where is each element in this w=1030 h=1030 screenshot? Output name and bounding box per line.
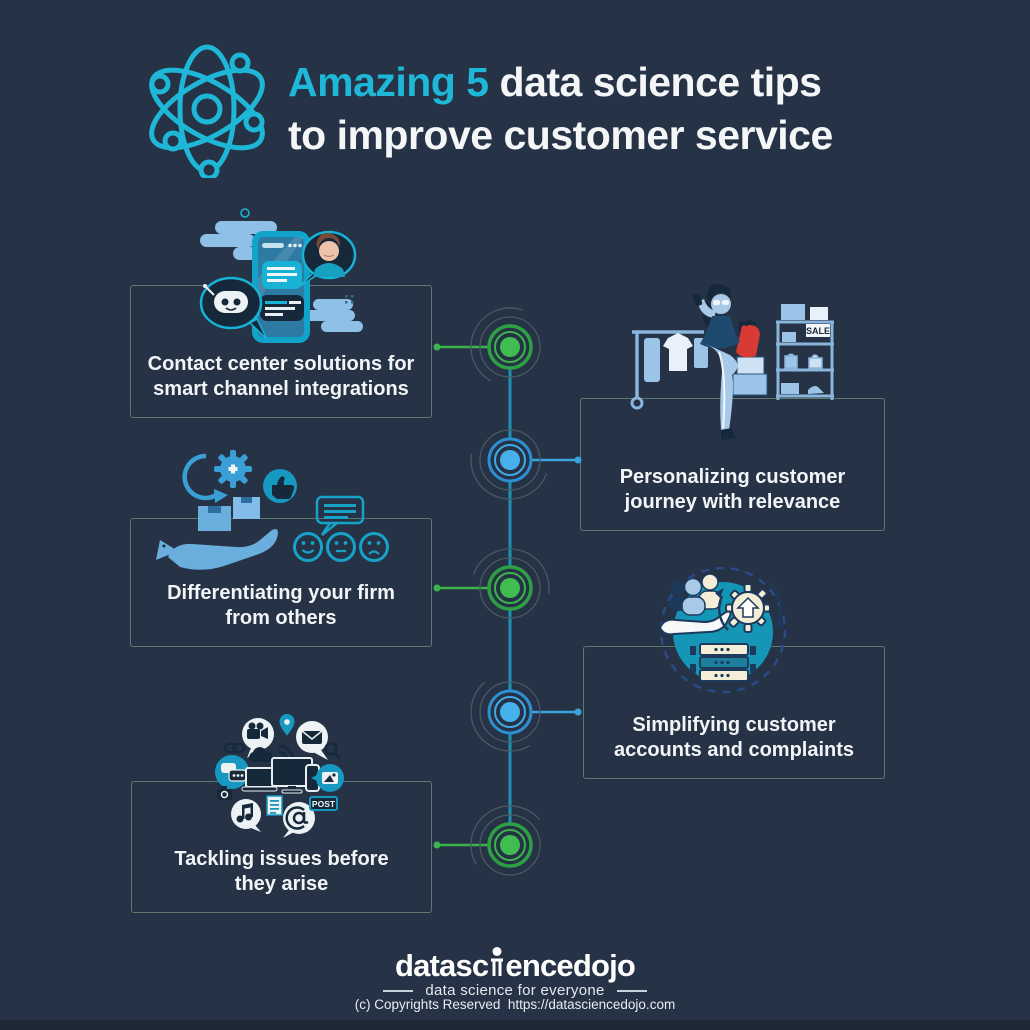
social-media-monitoring-illustration: POST (203, 708, 453, 863)
customer-group-icon (669, 573, 722, 616)
tip-box-3: Differentiating your firm from others (130, 518, 432, 647)
copyright-text: (c) Copyrights Reserved https://datascie… (354, 997, 676, 1012)
chatbot-bubble (199, 276, 268, 340)
svg-text:SALE: SALE (806, 326, 830, 336)
logo-suffix: encedojo (505, 948, 636, 983)
timeline-node-2 (470, 420, 550, 500)
hand-boxes-feedback-illustration (148, 442, 418, 587)
atom-icon (146, 40, 268, 183)
mail-bubble-icon (296, 721, 328, 760)
photo-circle-icon (311, 764, 344, 792)
tip-box-1: Contact center solutions for smart chann… (130, 285, 432, 418)
link-icon (224, 743, 245, 753)
hand-with-boxes (156, 497, 278, 570)
sale-sign (806, 324, 830, 337)
timeline-node-3 (470, 548, 550, 628)
gift-boxes (732, 356, 768, 396)
title-highlight: Amazing 5 (288, 59, 489, 105)
automation-gear-icon (715, 583, 784, 633)
tip-label-4: Simplifying customer accounts and compla… (613, 714, 855, 761)
chat-circle-icon (215, 755, 249, 794)
emoji-rating-icons (293, 532, 389, 562)
devices-icons (241, 757, 320, 794)
location-pin-icon (279, 714, 295, 736)
refresh-arrow-icon (182, 453, 228, 503)
svg-text:POST: POST (312, 799, 336, 809)
dojo-figure-icon (491, 947, 504, 976)
notes-icon (266, 795, 283, 816)
timeline-node-4 (470, 672, 550, 752)
personalized-shopping-illustration: SALE (618, 282, 883, 462)
connector-3 (433, 584, 510, 592)
tip-label-5: Tackling issues before they arise (174, 848, 389, 895)
tagline-dash-left (383, 989, 414, 992)
smartphone (252, 231, 310, 343)
shopping-woman (692, 284, 760, 440)
cloud-icon (249, 747, 273, 762)
chatbot-phone-illustration (195, 203, 410, 358)
gear-icon (214, 450, 252, 488)
tip-label-1: Contact center solutions for smart chann… (147, 353, 415, 400)
connector-1 (433, 343, 510, 351)
timeline-node-5 (470, 805, 550, 885)
dashed-orbit (659, 566, 787, 694)
customer-account-automation-illustration (648, 560, 798, 705)
title-rest: data science tips (499, 59, 822, 105)
connector-4 (510, 708, 582, 716)
tagline-dash-right (616, 989, 647, 992)
at-circle-icon (283, 802, 315, 838)
thumbs-up-icon (263, 469, 297, 503)
logo-tagline: data science for everyone (0, 982, 1030, 999)
timeline-node-1 (470, 307, 550, 387)
tip-box-4: Simplifying customer accounts and compla… (583, 646, 885, 779)
datasciencedojo-logo: datasc encedojo (0, 947, 1030, 982)
logo-prefix: datasc (394, 948, 489, 983)
post-label-icon: POST (309, 796, 338, 811)
deco-circle (240, 208, 250, 218)
connector-2 (510, 456, 582, 464)
clothes-rack (630, 330, 708, 410)
tip-label-2: Personalizing customer journey with rele… (619, 466, 846, 513)
server-stack-icon (690, 643, 756, 682)
camera-icon (217, 786, 232, 800)
tip-box-2: Personalizing customer journey with rele… (580, 398, 885, 531)
shelf-unit: SALE (776, 304, 834, 400)
music-circle-icon (231, 799, 261, 832)
tip-label-3: Differentiating your firm from others (167, 582, 395, 629)
search-icon (324, 742, 341, 760)
bottom-band (0, 1020, 1030, 1030)
customer-bubble (298, 230, 357, 288)
title-line-2: to improve customer service (288, 112, 833, 158)
feedback-bubble-icon (315, 495, 365, 536)
